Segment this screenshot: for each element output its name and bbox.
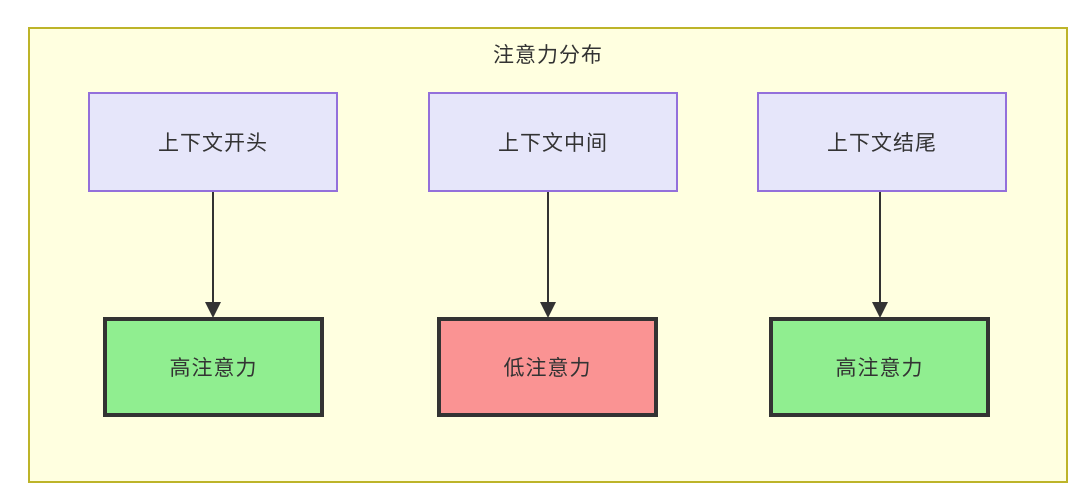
node-attention-high-start[interactable]: 高注意力 <box>103 317 324 417</box>
arrow-context-end <box>870 192 890 319</box>
arrow-context-middle <box>538 192 558 319</box>
node-attention-low-middle[interactable]: 低注意力 <box>437 317 658 417</box>
node-context-end[interactable]: 上下文结尾 <box>757 92 1007 192</box>
node-context-middle[interactable]: 上下文中间 <box>428 92 678 192</box>
diagram-title: 注意力分布 <box>493 44 603 67</box>
node-context-start[interactable]: 上下文开头 <box>88 92 338 192</box>
node-attention-high-end[interactable]: 高注意力 <box>769 317 990 417</box>
arrow-context-start <box>203 192 223 319</box>
